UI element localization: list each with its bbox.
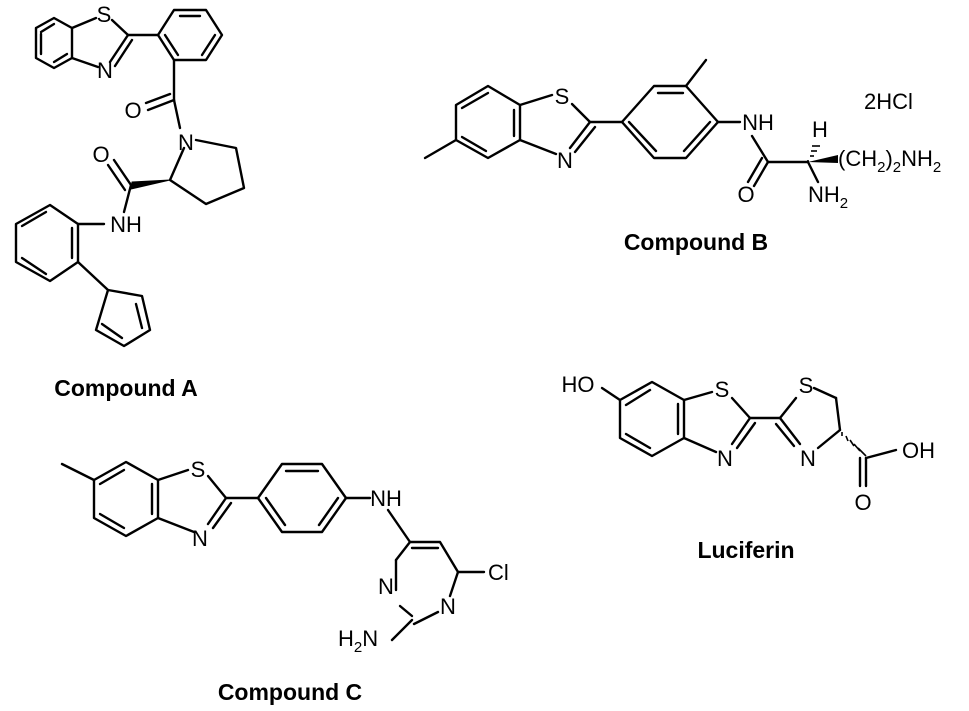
- atom-label: O: [92, 142, 109, 167]
- atom-label: O: [124, 98, 141, 123]
- compound-a-atom-labels: S N O N O NH: [92, 2, 194, 237]
- compound-b-hash-bond: [807, 145, 820, 162]
- compound-a-caption: Compound A: [54, 375, 198, 401]
- atom-label: OH: [902, 438, 935, 463]
- atom-label: HO: [562, 372, 595, 397]
- compound-b-structure: S N NH H O NH2 (CH2)2NH2 2HCl Compound B: [423, 58, 942, 255]
- compound-c-bonds: [60, 460, 486, 642]
- atom-label: NH: [742, 110, 774, 135]
- atom-label: NH2: [808, 182, 848, 212]
- atom-label: NH: [110, 212, 142, 237]
- luciferin-atom-labels: HO S N S N OH O: [562, 372, 936, 515]
- atom-label: N: [440, 594, 456, 619]
- compound-b-atom-labels: S N NH H O NH2 (CH2)2NH2 2HCl: [555, 84, 942, 212]
- compound-c-atom-labels: S N NH N N Cl H2N: [191, 457, 509, 656]
- compound-b-caption: Compound B: [624, 229, 768, 255]
- atom-label: N: [192, 526, 208, 551]
- luciferin-caption: Luciferin: [697, 537, 794, 563]
- compound-b-bonds: [423, 58, 820, 188]
- atom-label: NH: [370, 486, 402, 511]
- luciferin-bonds: [600, 380, 898, 488]
- atom-label: N: [557, 148, 573, 173]
- atom-label: Cl: [488, 560, 509, 585]
- atom-label: N: [717, 446, 733, 471]
- atom-label: N: [178, 130, 194, 155]
- atom-label: O: [737, 182, 754, 207]
- compound-a-structure: S N O N O NH Compound A: [14, 2, 246, 401]
- atom-label: S: [799, 373, 814, 398]
- atom-label: S: [555, 84, 570, 109]
- compound-c-caption: Compound C: [218, 679, 362, 705]
- salt-label: 2HCl: [864, 89, 913, 114]
- compound-a-bonds: [14, 8, 246, 348]
- atom-label: S: [97, 2, 112, 27]
- atom-label: N: [97, 58, 113, 83]
- atom-label: (CH2)2NH2: [838, 146, 941, 176]
- atom-label: H: [812, 117, 828, 142]
- atom-label: O: [854, 490, 871, 515]
- atom-label: S: [715, 377, 730, 402]
- compound-b-wedge-bond: [808, 155, 838, 163]
- luciferin-hash-bond: [841, 432, 867, 457]
- compound-c-structure: S N NH N N Cl H2N Compound C: [60, 457, 509, 705]
- atom-label: N: [800, 446, 816, 471]
- luciferin-structure: HO S N S N OH O Luciferin: [562, 372, 936, 563]
- atom-label: H2N: [338, 626, 378, 656]
- atom-label: N: [378, 574, 394, 599]
- atom-label: S: [191, 457, 206, 482]
